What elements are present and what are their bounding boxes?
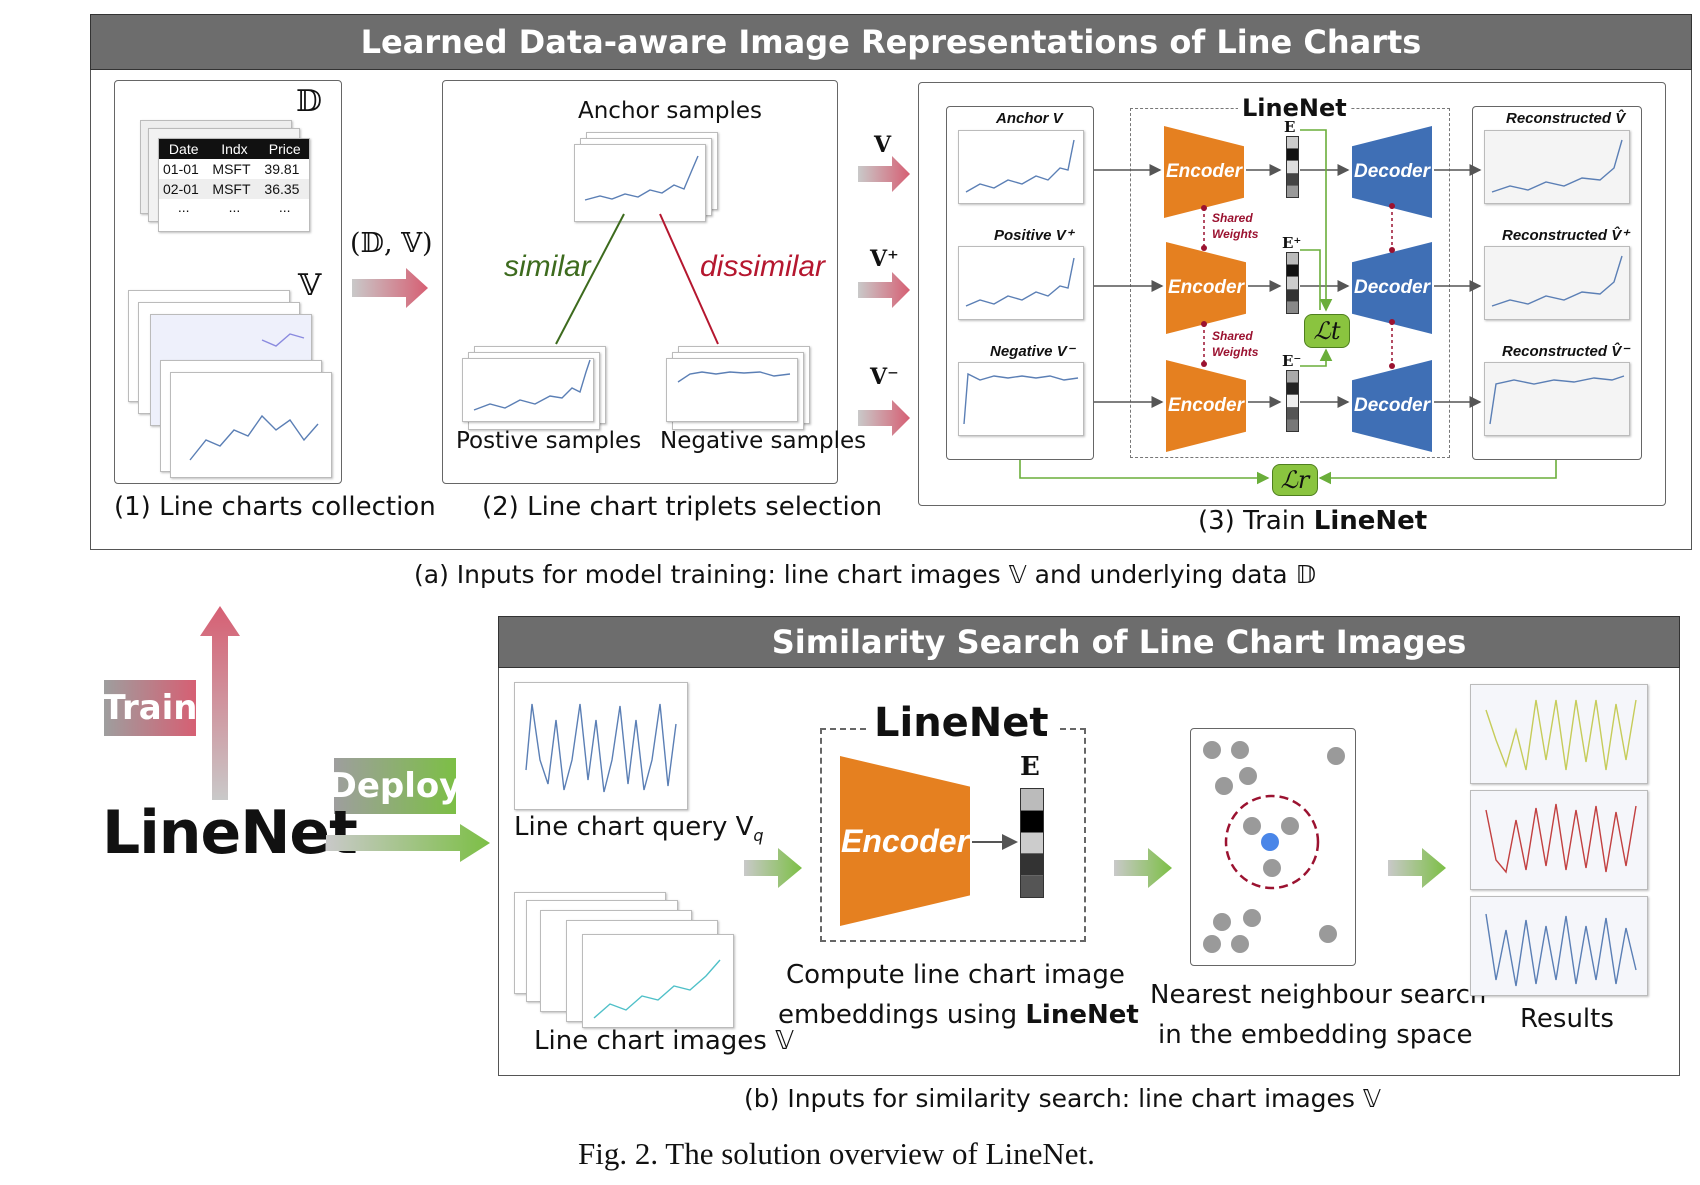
table-cell: MSFT: [212, 161, 251, 177]
arrow-collection-to-triplets: [352, 268, 428, 308]
positive-chart-title: Positive V⁺: [994, 227, 1074, 244]
embedding-e-plus-label: E⁺: [1282, 234, 1302, 252]
step3-caption: (3) Train LineNet: [1198, 506, 1427, 536]
table-cell: 02-01: [163, 181, 199, 197]
anchor-chart-title: Anchor V: [996, 110, 1063, 127]
query-label-sub: q: [753, 826, 764, 846]
images-label: Line chart images 𝕍: [534, 1026, 794, 1056]
search-banner: Similarity Search of Line Chart Images: [498, 616, 1680, 668]
query-label-text: Line chart query V: [514, 812, 754, 842]
data-table: Date Indx Price 01-01 MSFT 39.81 02-01 M…: [158, 138, 310, 232]
search-caption: (b) Inputs for similarity search: line c…: [744, 1084, 1381, 1113]
table-cell: 01-01: [163, 161, 199, 177]
training-banner: Learned Data-aware Image Representations…: [90, 14, 1692, 70]
anchor-sample-chart: [574, 144, 706, 222]
anchor-chart: [958, 130, 1084, 204]
arrow-input-v-minus: [858, 400, 910, 436]
anchor-samples-label: Anchor samples: [578, 98, 762, 124]
reconstructed-negative-chart: [1484, 362, 1630, 436]
positive-samples-label: Postive samples: [456, 428, 642, 454]
step3-caption-bold: LineNet: [1313, 506, 1428, 536]
arrow-space-to-results: [1388, 848, 1446, 888]
query-point: [1261, 833, 1279, 851]
reconstruction-loss: ℒr: [1272, 464, 1318, 496]
compute-label-line2: embeddings using LineNet: [778, 1000, 1139, 1030]
arrow-input-v-plus: [858, 272, 910, 308]
dissimilar-label: dissimilar: [700, 250, 826, 283]
result-chart-3: [1470, 896, 1648, 996]
shared-weights-top: Shared Weights: [1212, 211, 1259, 241]
positive-chart: [958, 246, 1084, 320]
embedding-e-minus-label: E⁻: [1282, 352, 1302, 370]
nn-search-radius: [1224, 794, 1320, 890]
similar-label: similar: [504, 250, 591, 283]
input-v-minus: V⁻: [870, 364, 899, 390]
embedding-e-minus: [1286, 370, 1299, 432]
query-chart: [514, 682, 688, 810]
deploy-embedding: [1020, 788, 1044, 898]
shared-weights-bottom: Shared Weights: [1212, 329, 1259, 359]
results-label: Results: [1520, 1004, 1614, 1034]
negative-chart: [958, 362, 1084, 436]
table-cell: 36.35: [264, 181, 300, 197]
negative-chart-title: Negative V⁻: [990, 343, 1075, 360]
collection-front-chart: [170, 372, 332, 478]
table-header: Price: [268, 141, 301, 157]
linenet-logo: LineNet: [102, 798, 358, 868]
table-header: Date: [168, 141, 199, 157]
table-cell: ...: [228, 199, 241, 215]
linenet-train-title: LineNet: [1238, 94, 1351, 122]
compute-label-line2-text: embeddings using: [778, 1000, 1026, 1030]
positive-sample-chart: [462, 358, 594, 422]
step3-caption-prefix: (3) Train: [1198, 506, 1314, 536]
reconstructed-anchor-title: Reconstructed V̂: [1506, 110, 1626, 127]
input-v: V: [874, 132, 892, 158]
reconstructed-positive-title: Reconstructed V̂⁺: [1502, 227, 1630, 244]
input-v-plus: V⁺: [870, 246, 899, 272]
arrow-data-label: (𝔻, 𝕍): [350, 228, 433, 259]
negative-sample-chart: [666, 358, 798, 422]
query-label: Line chart query Vq: [514, 812, 764, 845]
deploy-tag: Deploy: [329, 758, 461, 814]
data-symbol: 𝔻: [296, 84, 323, 119]
train-tag: Train: [102, 680, 198, 736]
nn-label-line1: Nearest neighbour search: [1150, 980, 1487, 1010]
arrow-query-to-encoder: [744, 848, 802, 888]
reconstructed-negative-title: Reconstructed V̂⁻: [1502, 343, 1630, 360]
embedding-e-label: E: [1284, 118, 1296, 136]
arrow-encoder-to-space: [1114, 848, 1172, 888]
deploy-linenet-title: LineNet: [866, 700, 1057, 746]
deploy-encoder: Encoder: [840, 756, 970, 926]
train-arrow: [200, 606, 240, 800]
triplet-loss: ℒt: [1304, 314, 1350, 348]
negative-samples-label: Negative samples: [660, 428, 867, 454]
result-chart-1: [1470, 684, 1648, 784]
table-cell: ...: [177, 199, 190, 215]
step2-caption: (2) Line chart triplets selection: [482, 492, 883, 522]
training-caption: (a) Inputs for model training: line char…: [414, 560, 1316, 589]
result-chart-2: [1470, 790, 1648, 890]
deploy-embedding-label: E: [1020, 752, 1040, 782]
table-cell: 39.81: [264, 161, 300, 177]
table-cell: ...: [278, 199, 291, 215]
table-cell: MSFT: [212, 181, 251, 197]
reconstructed-positive-chart: [1484, 246, 1630, 320]
reconstructed-anchor-chart: [1484, 130, 1630, 204]
compute-label-line1: Compute line chart image: [786, 960, 1125, 990]
deploy-arrow: [326, 824, 490, 862]
arrow-input-v: [858, 156, 910, 192]
figure-caption: Fig. 2. The solution overview of LineNet…: [578, 1136, 1095, 1171]
compute-label-line2-bold: LineNet: [1025, 1000, 1139, 1030]
embedding-e: [1286, 136, 1299, 198]
table-header: Indx: [221, 141, 248, 157]
images-symbol: 𝕍: [298, 268, 322, 303]
images-front-chart: [582, 934, 734, 1028]
embedding-e-plus: [1286, 252, 1299, 314]
nn-label-line2: in the embedding space: [1158, 1020, 1473, 1050]
step1-caption: (1) Line charts collection: [114, 492, 436, 522]
